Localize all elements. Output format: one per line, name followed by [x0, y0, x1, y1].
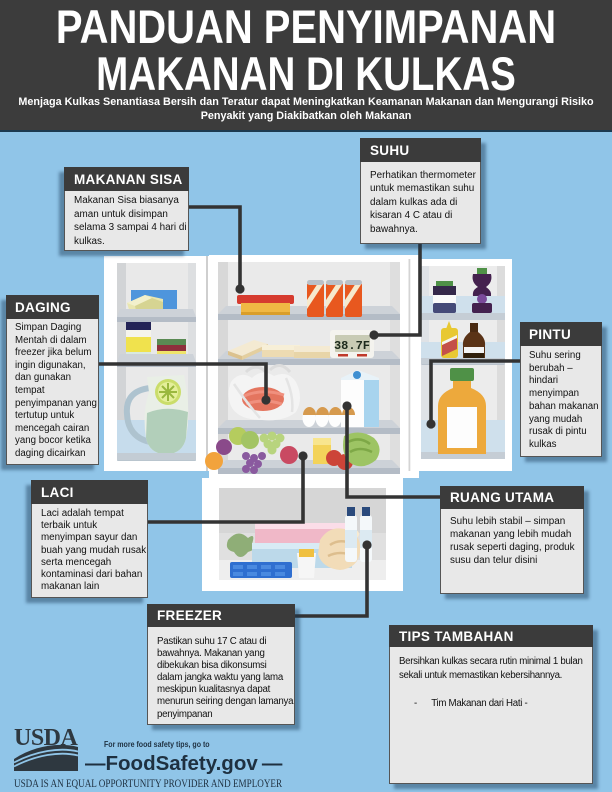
- svg-text:38.7F: 38.7F: [334, 339, 370, 353]
